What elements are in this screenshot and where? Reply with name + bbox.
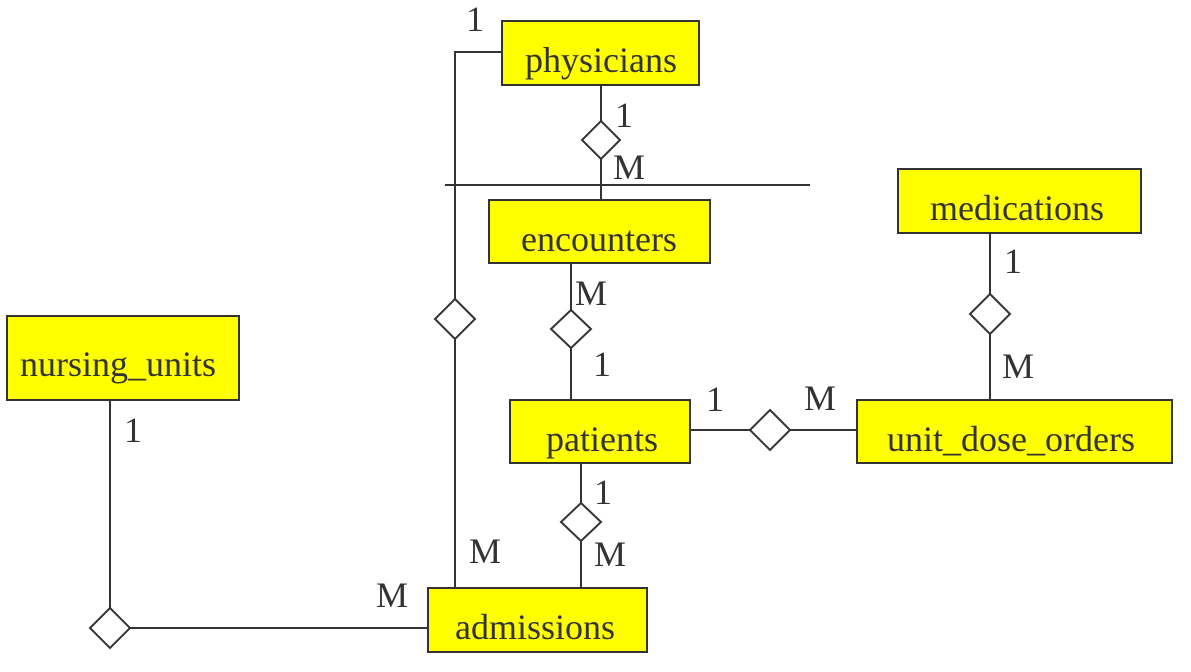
entity-encounters-label: encounters (521, 219, 677, 259)
entity-patients: patients (509, 399, 691, 464)
nursing-admissions-relationship (88, 606, 132, 650)
patients-admissions-relationship (559, 501, 603, 543)
cardinality-label: 1 (706, 379, 724, 419)
entity-physicians-label: physicians (525, 40, 677, 80)
entity-nursing-units-label: nursing_units (20, 344, 216, 384)
cardinality-label: M (575, 273, 607, 313)
cardinality-label: M (613, 147, 645, 187)
cardinality-label: M (1002, 346, 1034, 386)
cardinality-label: M (376, 575, 408, 615)
patients-orders-relationship (748, 408, 792, 452)
cardinality-label: 1 (466, 0, 484, 39)
entity-unit-dose-orders: unit_dose_orders (856, 399, 1173, 464)
entity-patients-label: patients (546, 419, 658, 459)
entity-encounters: encounters (488, 199, 711, 264)
entity-medications: medications (897, 168, 1142, 234)
physicians-encounters-relationship (580, 119, 622, 161)
entity-admissions: admissions (427, 587, 648, 653)
cardinality-label: M (469, 531, 501, 571)
physicians-admissions-line (454, 51, 502, 590)
entity-admissions-label: admissions (455, 607, 615, 647)
entity-physicians: physicians (501, 20, 700, 86)
encounters-patients-relationship (549, 308, 593, 350)
cardinality-label: 1 (1004, 241, 1022, 281)
cardinality-label: 1 (594, 472, 612, 512)
entity-unit-dose-orders-label: unit_dose_orders (887, 419, 1135, 459)
medications-orders-relationship (968, 292, 1012, 336)
cardinality-label: 1 (124, 410, 142, 450)
cardinality-label: 1 (593, 344, 611, 384)
cardinality-label: M (804, 378, 836, 418)
cardinality-label: M (594, 534, 626, 574)
entity-medications-label: medications (930, 188, 1104, 228)
physicians-admissions-relationship (433, 297, 477, 341)
cardinality-label: 1 (615, 95, 633, 135)
entity-nursing-units: nursing_units (6, 315, 240, 401)
